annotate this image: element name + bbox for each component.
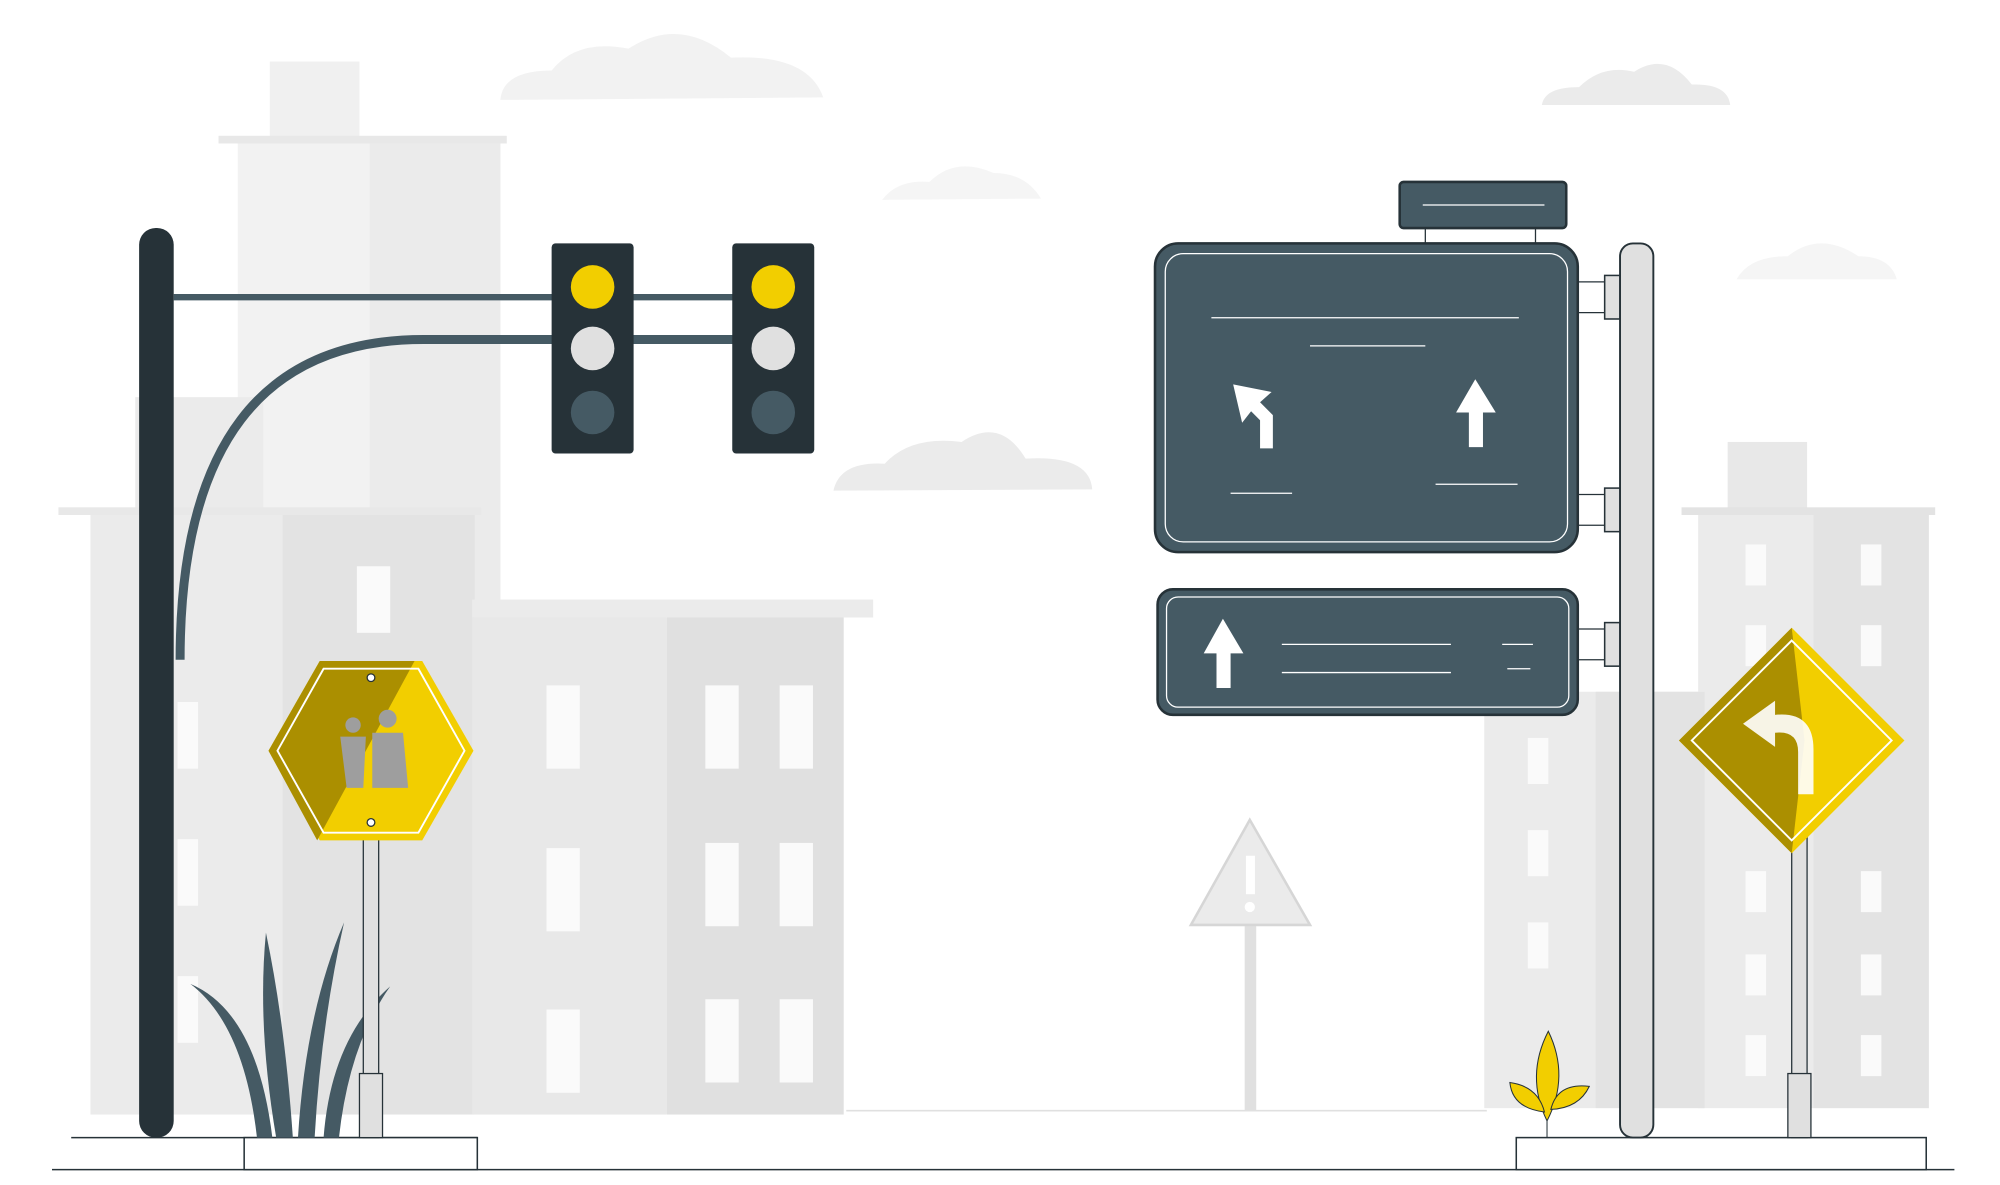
building bbox=[472, 599, 874, 618]
cloud bbox=[500, 34, 824, 100]
building bbox=[1727, 441, 1808, 513]
left-turn-sign-icon bbox=[1678, 627, 1905, 1139]
traffic-light-assembly bbox=[139, 228, 815, 1138]
arrow-up-icon bbox=[1456, 379, 1496, 448]
ground bbox=[51, 1109, 1955, 1171]
building bbox=[218, 135, 507, 144]
school-crossing-sign-icon bbox=[268, 661, 474, 1139]
sign-pole bbox=[1619, 242, 1655, 1139]
cloud bbox=[833, 432, 1093, 491]
direction-sign-icon bbox=[1153, 180, 1655, 1139]
building bbox=[58, 507, 482, 515]
arrow-up-left-icon bbox=[1233, 384, 1273, 449]
building bbox=[269, 61, 360, 141]
arrow-turn-left-icon bbox=[1743, 700, 1814, 795]
traffic-light-pole bbox=[139, 228, 174, 1138]
clouds bbox=[500, 34, 1897, 491]
plant bbox=[1509, 1030, 1591, 1138]
cloud bbox=[1541, 63, 1731, 106]
curb bbox=[243, 1136, 479, 1171]
building bbox=[666, 617, 844, 1115]
building bbox=[1681, 507, 1936, 515]
arrow-up-icon bbox=[1203, 618, 1244, 688]
windows bbox=[177, 544, 1882, 1093]
grass-plant bbox=[190, 922, 391, 1138]
cloud bbox=[882, 166, 1041, 200]
warning-sign-icon bbox=[1188, 817, 1313, 1111]
curb bbox=[1515, 1136, 1927, 1171]
traffic-light-icon bbox=[732, 243, 815, 454]
traffic-light-icon bbox=[551, 243, 634, 454]
cloud bbox=[1736, 243, 1897, 280]
